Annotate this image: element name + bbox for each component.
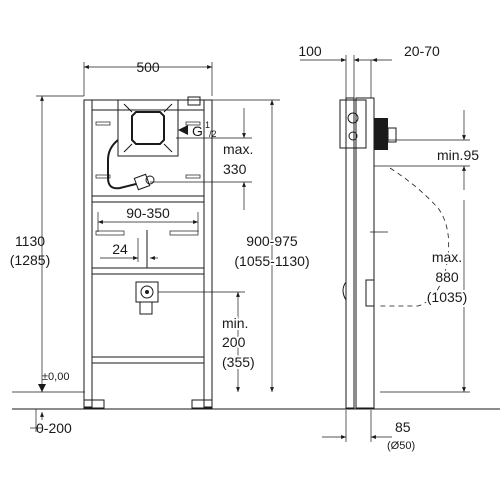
dim-min-value: 200 (222, 334, 246, 350)
side-drain-elbow (365, 279, 375, 307)
urinal-outline (378, 167, 450, 307)
hose-connector (133, 173, 155, 191)
floor-offset-label: 0-200 (36, 420, 72, 436)
dim-height-label: 1130 (15, 233, 45, 249)
side-frame (355, 97, 375, 409)
side-view: 100 20-70 min.95 max. 880 (1035) 85 (Ø50… (298, 43, 479, 452)
side-wall-panel (345, 97, 355, 409)
threaded-inlet (374, 118, 388, 150)
side-valve-bracket (339, 99, 367, 149)
connection-super: 1 (205, 120, 210, 130)
pipe-diameter-label: (Ø50) (387, 440, 415, 452)
drain-connector (135, 281, 159, 315)
min-top-label: min.95 (437, 147, 479, 163)
frame-slot (95, 121, 111, 126)
supply-hose (107, 139, 137, 190)
floor-level-label: ±0,00 (42, 371, 69, 383)
dim-drain-height-alt-label: (1055-1130) (234, 253, 309, 269)
dim-min-alt-value: (355) (222, 354, 255, 370)
frame-slot (185, 174, 201, 179)
dim-drain-height-label: 900-975 (246, 233, 298, 249)
dim-max-value: 330 (223, 161, 247, 177)
drain-pipe (139, 301, 153, 315)
pipe-label: 85 (395, 419, 411, 435)
valve-box-outer (117, 99, 179, 157)
valve-bracket (187, 96, 201, 106)
mounting-slot (95, 230, 125, 236)
flush-valve-box (117, 96, 201, 157)
connection-sub: /2 (209, 129, 217, 139)
adjust-label: 20-70 (404, 43, 440, 59)
level-marker-icon (38, 384, 46, 392)
inlet-cap (387, 127, 397, 143)
frame-left-post (83, 99, 93, 408)
drain-outlet-icon (140, 285, 154, 299)
dim-span-label: 90-350 (126, 205, 170, 221)
dim-width-label: 500 (136, 59, 160, 75)
connection-label: G (192, 123, 203, 139)
side-drain-bend (342, 281, 347, 301)
frame-right-post (203, 99, 213, 408)
side-max-alt-value: (1035) (427, 289, 467, 305)
mounting-slot (169, 230, 199, 236)
side-fitting-icon (348, 131, 358, 141)
wall-depth-label: 100 (298, 43, 322, 59)
frame-slot (95, 174, 111, 179)
valve-box-plate (131, 111, 165, 145)
frame-slot (185, 121, 201, 126)
side-max-label: max. (432, 249, 462, 265)
frame (83, 99, 213, 409)
side-max-value: 880 (435, 269, 459, 285)
dim-height-alt-label: (1285) (10, 252, 50, 268)
dim-small-label: 24 (112, 241, 128, 257)
dim-max-label: max. (223, 141, 253, 157)
side-fitting-icon (347, 112, 359, 124)
valve-box-corners (123, 103, 173, 153)
frame-right-foot (191, 399, 213, 409)
front-view: 500 1130 (1285) G 1 /2 max. 330 90-350 2… (10, 59, 500, 436)
dim-min-label: min. (222, 315, 248, 331)
inlet-arrow-icon (178, 125, 188, 135)
frame-left-foot (83, 399, 105, 409)
